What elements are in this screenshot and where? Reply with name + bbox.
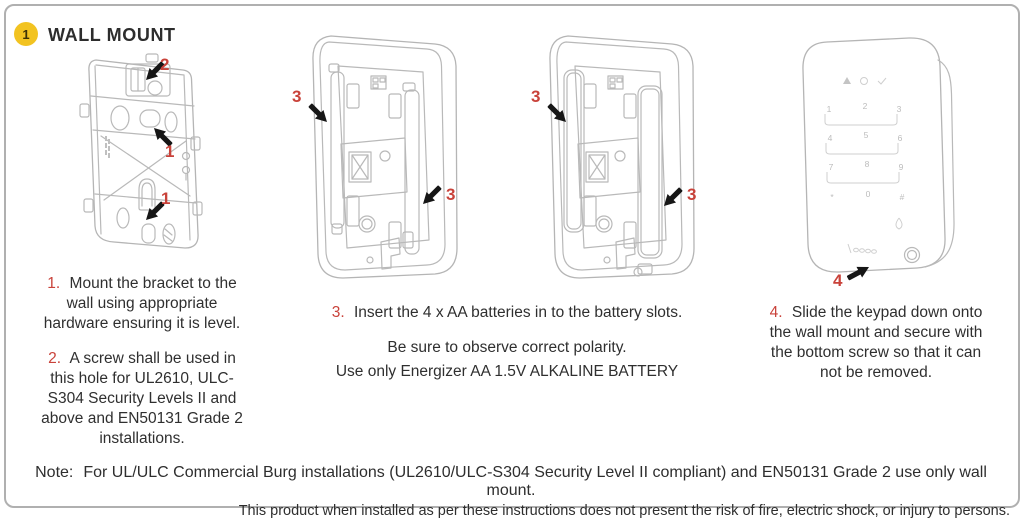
callout-3-left: 3 (531, 87, 540, 106)
callout-3-right: 3 (687, 185, 696, 204)
vent-grid (370, 75, 387, 90)
step-2-text: 2. A screw shall be used in this hole fo… (41, 350, 243, 447)
arrow-to-top-screw (146, 61, 165, 80)
note-label: Note: (35, 464, 74, 481)
status-icon (860, 77, 868, 85)
key-hash: # (900, 192, 905, 202)
keypad-front-diagram: 1 2 3 4 5 6 7 8 9 * 0 # 4 (802, 37, 955, 290)
screw-boss (358, 215, 376, 233)
key-8: 8 (865, 159, 870, 169)
keypad-depth-edge (924, 59, 955, 268)
compliance-note-line1: Note:For UL/ULC Commercial Burg installa… (35, 464, 987, 499)
callout-3-left: 3 (292, 87, 301, 106)
callout-2: 2 (160, 55, 169, 74)
keypad-keys: 1 2 3 4 5 6 7 8 9 * 0 # (827, 101, 905, 202)
top-screw-cutout (125, 63, 171, 97)
key-star: * (830, 192, 834, 202)
step-2-number: 2. (48, 350, 62, 367)
bottom-latch (380, 237, 401, 270)
step-number-badge: 1 (14, 22, 38, 46)
step-4-number: 4. (769, 304, 783, 321)
key-2: 2 (863, 101, 868, 111)
compliance-note-line2: This product when installed as per these… (238, 503, 1010, 519)
molded-label-marks (105, 136, 110, 158)
arrow-battery-right (664, 187, 683, 206)
step-3-number: 3. (331, 304, 345, 321)
key-4: 4 (828, 133, 833, 143)
slide-instructions: 4. Slide the keypad down onto the wall m… (740, 303, 1012, 383)
pcb-window (340, 137, 408, 199)
brand-logo (847, 243, 877, 254)
mount-hole-center (139, 109, 161, 128)
key-1: 1 (827, 104, 832, 114)
battery-left-installed (563, 69, 585, 233)
bottom-screw-slot (141, 223, 156, 244)
water-drop-icon (895, 217, 903, 230)
vent-grid (607, 75, 624, 90)
keypad-outline (802, 37, 946, 273)
cross-brace (100, 135, 191, 201)
callout-4: 4 (833, 271, 843, 290)
function-button (903, 246, 921, 264)
screw-hole-top (147, 80, 163, 96)
callout-1-mid: 1 (165, 142, 174, 161)
step-1-text: 1. Mount the bracket to the wall using a… (43, 275, 241, 332)
callout-3-right: 3 (446, 185, 455, 204)
callout-1-bottom: 1 (161, 189, 170, 208)
keyhole-slot (138, 178, 156, 211)
bracket-instructions: 1. Mount the bracket to the wall using a… (18, 274, 266, 449)
key-3: 3 (897, 104, 902, 114)
arrow-slide-keypad (846, 266, 869, 281)
key-0: 0 (866, 189, 871, 199)
mount-hole-right (164, 111, 178, 133)
polarity-note: Be sure to observe correct polarity. (387, 339, 627, 356)
compliance-note: Note:For UL/ULC Commercial Burg installa… (12, 464, 1010, 519)
arrow-battery-left (547, 103, 566, 122)
battery-type-note: Use only Energizer AA 1.5V ALKALINE BATT… (335, 363, 679, 380)
device-back-outline (549, 35, 695, 279)
arrow-battery-left (308, 103, 327, 122)
battery-diagram-empty: 3 3 (292, 35, 458, 279)
battery-slot-right (404, 89, 420, 255)
pcb-window (577, 137, 641, 199)
step-3-text: 3. Insert the 4 x AA batteries in to the… (331, 304, 683, 321)
key-6: 6 (898, 133, 903, 143)
key-5: 5 (864, 130, 869, 140)
armed-icon (843, 77, 851, 84)
battery-right-installed (637, 85, 663, 259)
device-back-outline (312, 35, 458, 279)
bottom-latch (615, 237, 636, 270)
bracket-diagram: 2 1 1 (79, 53, 203, 249)
step-1-number: 1. (47, 275, 61, 292)
page-title: WALL MOUNT (48, 25, 176, 45)
check-icon (877, 77, 887, 85)
screw-boss (595, 215, 613, 233)
battery-instructions: 3. Insert the 4 x AA batteries in to the… (298, 303, 716, 382)
arrow-to-center-hole (154, 128, 173, 147)
step-4-text: 4. Slide the keypad down onto the wall m… (769, 304, 983, 381)
key-9: 9 (899, 162, 904, 172)
arrow-to-bottom-slot (146, 201, 165, 220)
arrow-battery-right (423, 185, 442, 204)
mount-hole-left (110, 105, 130, 131)
battery-diagram-inserted: 3 3 (531, 35, 696, 279)
key-7: 7 (829, 162, 834, 172)
